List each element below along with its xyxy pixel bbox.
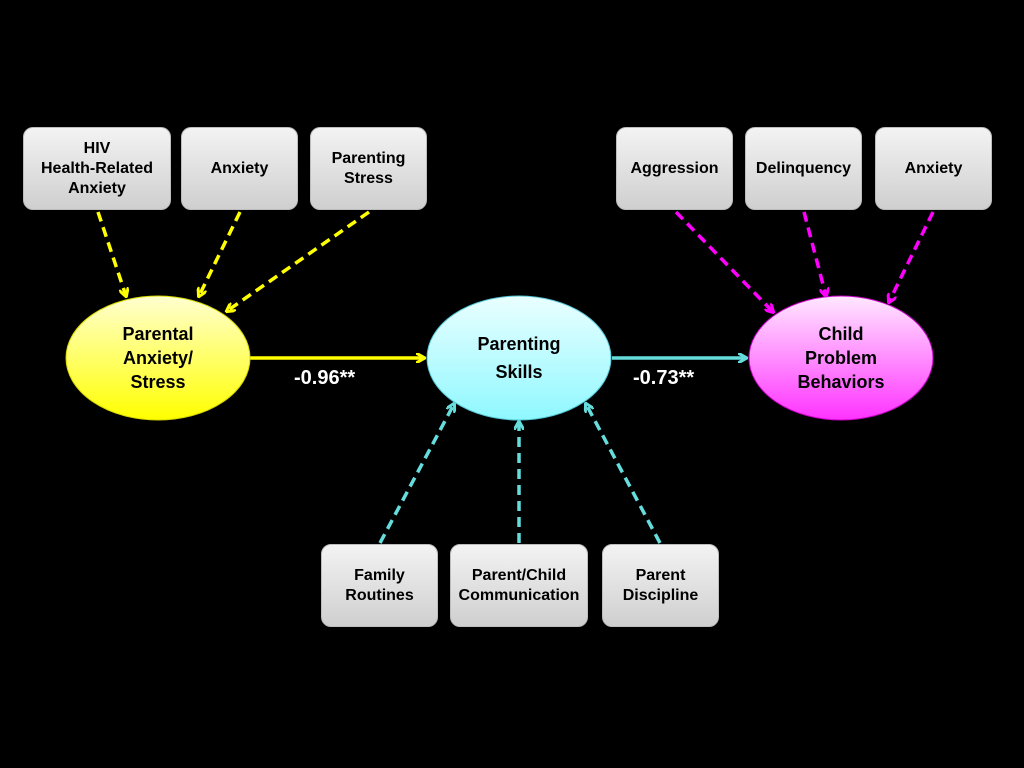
construct-label-line: Problem [804, 348, 878, 368]
indicator-label-line: Routines [345, 586, 414, 604]
parenting-skills-oval [426, 295, 612, 421]
indicator-hiv-health-related-anxiety: HIV Health-Related Anxiety [23, 127, 171, 210]
arrow-hiv-to-parental [96, 211, 126, 296]
construct-label-line: Parental [122, 324, 194, 344]
indicator-label-line: Parent/Child [471, 566, 567, 584]
indicator-parent-child-communication: Parent/Child Communication [450, 544, 588, 627]
indicator-label-line: Anxiety [210, 159, 269, 177]
arrow-routines-to-skills [378, 404, 454, 544]
construct-label-line: Behaviors [797, 372, 885, 392]
indicator-delinquency: Delinquency [745, 127, 862, 210]
construct-label-child: Child Problem Behaviors [749, 296, 933, 420]
indicator-label-line: Communication [458, 586, 580, 604]
indicator-label-line: Aggression [630, 159, 719, 177]
arrow-delinquency-to-child [802, 211, 826, 296]
arrow-stress-to-parental [227, 210, 371, 311]
indicator-label-line: Stress [344, 169, 393, 187]
construct-label-line: Skills [495, 362, 543, 382]
indicator-label-line: Health-Related [40, 159, 154, 177]
arrow-aggression-to-child [674, 210, 773, 312]
construct-label-parental: Parental Anxiety/ Stress [66, 296, 250, 420]
coefficient-skills-to-child: -0.73** [633, 367, 695, 389]
construct-label-line: Child [818, 324, 864, 344]
construct-label-line: Anxiety/ [122, 348, 194, 368]
arrow-anxiety-to-parental [199, 211, 242, 296]
indicator-label-line: Anxiety [904, 159, 963, 177]
parental-anxiety-stress-oval [65, 295, 251, 421]
coefficient-parental-to-skills: -0.96** [294, 367, 356, 389]
indicator-label-line: Family [354, 566, 405, 584]
construct-label-skills: Parenting Skills [427, 296, 611, 420]
indicator-label-line: Parenting [331, 149, 406, 167]
indicator-anxiety: Anxiety [181, 127, 298, 210]
indicator-family-routines: Family Routines [321, 544, 438, 627]
indicator-label-line: Parent [635, 566, 686, 584]
indicator-child-anxiety: Anxiety [875, 127, 992, 210]
indicator-label-line: HIV [83, 139, 111, 157]
arrow-discipline-to-skills [586, 404, 662, 544]
indicator-parenting-stress: Parenting Stress [310, 127, 427, 210]
construct-label-line: Parenting [477, 334, 561, 354]
arrow-child-anxiety-to-child [889, 211, 935, 302]
indicator-label-line: Discipline [622, 586, 699, 604]
construct-label-line: Stress [130, 372, 186, 392]
indicator-aggression: Aggression [616, 127, 733, 210]
indicator-label-line: Delinquency [755, 159, 852, 177]
indicator-parent-discipline: Parent Discipline [602, 544, 719, 627]
indicator-label-line: Anxiety [68, 179, 126, 197]
child-problem-behaviors-oval [748, 295, 934, 421]
